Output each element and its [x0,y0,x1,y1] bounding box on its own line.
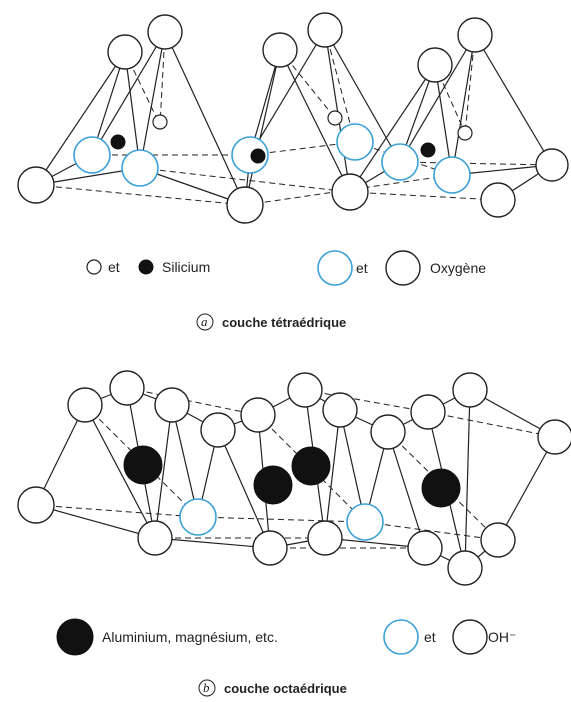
caption-tetrahedral: a couche tétraédrique [196,313,346,331]
hydroxyl-atom [200,412,236,448]
hydroxyl-atom [17,486,55,524]
hydroxyl-atom [322,392,358,428]
oxygen-atom [457,17,493,53]
hydroxyl-atom [410,394,446,430]
silicon-atom [152,114,168,130]
silicon-atom [457,125,473,141]
silicon-atom-filled [250,148,266,164]
cation-atom [291,446,331,486]
silicon-atom [327,110,343,126]
caption-letter-b: b [203,680,210,695]
hydroxyl-atom [370,414,406,450]
cation-legend-icon [56,618,94,656]
oxygen-atom [417,47,453,83]
legend-oxygene-label: Oxygène [430,260,486,276]
legend-hydroxyl-label: OH⁻ [488,629,516,645]
oxygen-atom-highlight [381,143,419,181]
oxygen-atom-highlight [231,136,269,174]
tetrahedral-atoms [17,12,569,224]
cation-atom [421,468,461,508]
hydroxyl-atom [240,397,276,433]
legend-and-label: et [108,259,120,275]
hydroxyl-atom-highlight [346,503,384,541]
hydroxyl-atom [537,419,571,455]
oxygen-atom [226,186,264,224]
hydroxyl-atom [109,370,145,406]
caption-text-tetrahedral: couche tétraédrique [222,315,346,330]
hydroxyl-legend-blue-icon [383,619,419,655]
hydroxyl-atom [154,387,190,423]
silicon-atom-filled [110,134,126,150]
oxygen-atom [535,148,569,182]
legend-tetrahedral: et Silicium et Oxygène [86,250,486,286]
oxygen-atom [480,182,516,218]
oxygen-atom-highlight [433,156,471,194]
oxygen-atom [17,166,55,204]
hydroxyl-atom [407,530,443,566]
hydroxyl-atom [307,520,343,556]
hydroxyl-atom [137,520,173,556]
silicon-legend-open-icon [86,259,102,275]
cation-atom [123,445,163,485]
tetrahedral-layer-drawing [17,12,569,224]
oxygen-legend-blue-icon [317,250,353,286]
legend-octahedral: Aluminium, magnésium, etc. et OH⁻ [56,618,516,656]
legend-silicium-label: Silicium [162,259,210,275]
legend-and-label: et [356,260,368,276]
oxygen-atom-highlight [121,149,159,187]
caption-letter-a: a [201,314,208,329]
oxygen-atom [147,14,183,50]
octahedral-atoms [17,370,571,586]
caption-text-octahedral: couche octaédrique [224,681,347,696]
cation-atom [253,465,293,505]
oxygen-atom [331,173,369,211]
oxygen-atom-highlight [336,123,374,161]
silicon-legend-filled-icon [138,259,154,275]
hydroxyl-atom [452,372,488,408]
hydroxyl-atom [287,372,323,408]
caption-octahedral: b couche octaédrique [198,679,347,697]
legend-cations-label: Aluminium, magnésium, etc. [102,629,278,645]
oxygen-atom [307,12,343,48]
octahedral-edges [35,387,556,569]
oxygen-legend-icon [385,250,421,286]
hydroxyl-atom [252,530,288,566]
legend-and-label: et [424,629,436,645]
hydroxyl-atom-highlight [179,498,217,536]
hydroxyl-atom [447,550,483,586]
silicon-atom-filled [420,142,436,158]
hydroxyl-legend-icon [452,619,488,655]
hydroxyl-atom [480,522,516,558]
oxygen-atom [262,32,298,68]
octahedral-layer-drawing [17,370,571,586]
oxygen-atom-highlight [73,136,111,174]
hydroxyl-atom [67,387,103,423]
oxygen-atom [107,34,143,70]
